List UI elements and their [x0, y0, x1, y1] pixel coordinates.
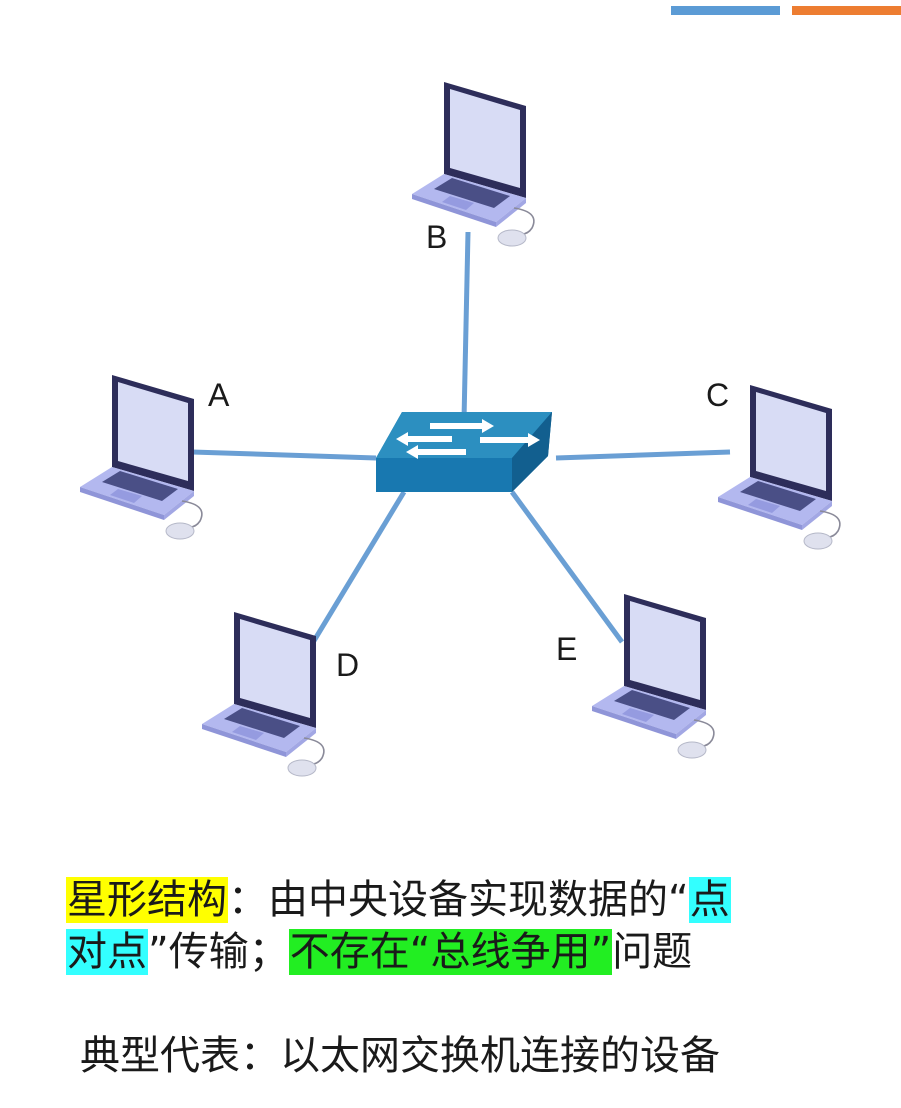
accent-bar-blue — [671, 6, 780, 15]
caption-colon: ： — [228, 877, 268, 923]
node-label-d: D — [336, 647, 359, 683]
node-label-a: A — [208, 377, 230, 413]
laptop-icon-c — [717, 384, 841, 550]
highlight-no-contention: 不存在“总线争用” — [288, 929, 613, 975]
link-a — [191, 449, 377, 461]
node-label-b: B — [426, 219, 447, 255]
network-links — [191, 231, 731, 656]
highlight-term: 星形结构 — [66, 877, 228, 923]
link-e — [509, 490, 625, 644]
network-switch-icon — [376, 412, 552, 492]
node-label-c: C — [706, 377, 729, 413]
link-c — [555, 449, 731, 461]
laptop-icon-a — [79, 374, 203, 540]
star-topology-diagram: A B C D E — [79, 81, 841, 777]
caption-text-3: 问题 — [612, 929, 693, 975]
link-d — [303, 490, 407, 656]
link-b — [461, 231, 471, 421]
caption-line-2: 对点”传输；不存在“总线争用”问题 — [66, 926, 856, 978]
laptop-icon-e — [591, 593, 715, 759]
caption-line-1: 星形结构：由中央设备实现数据的“点 — [66, 874, 856, 926]
caption-text-1: 由中央设备实现数据的“ — [268, 877, 689, 923]
highlight-point-a: 点 — [688, 877, 731, 923]
node-label-e: E — [556, 631, 577, 667]
highlight-point-b: 对点 — [66, 929, 148, 975]
accent-bar-orange — [792, 6, 901, 15]
caption-text-2: ”传输； — [148, 929, 289, 975]
laptop-icon-d — [201, 611, 325, 777]
caption-line-3: 典型代表：以太网交换机连接的设备 — [80, 1033, 720, 1079]
